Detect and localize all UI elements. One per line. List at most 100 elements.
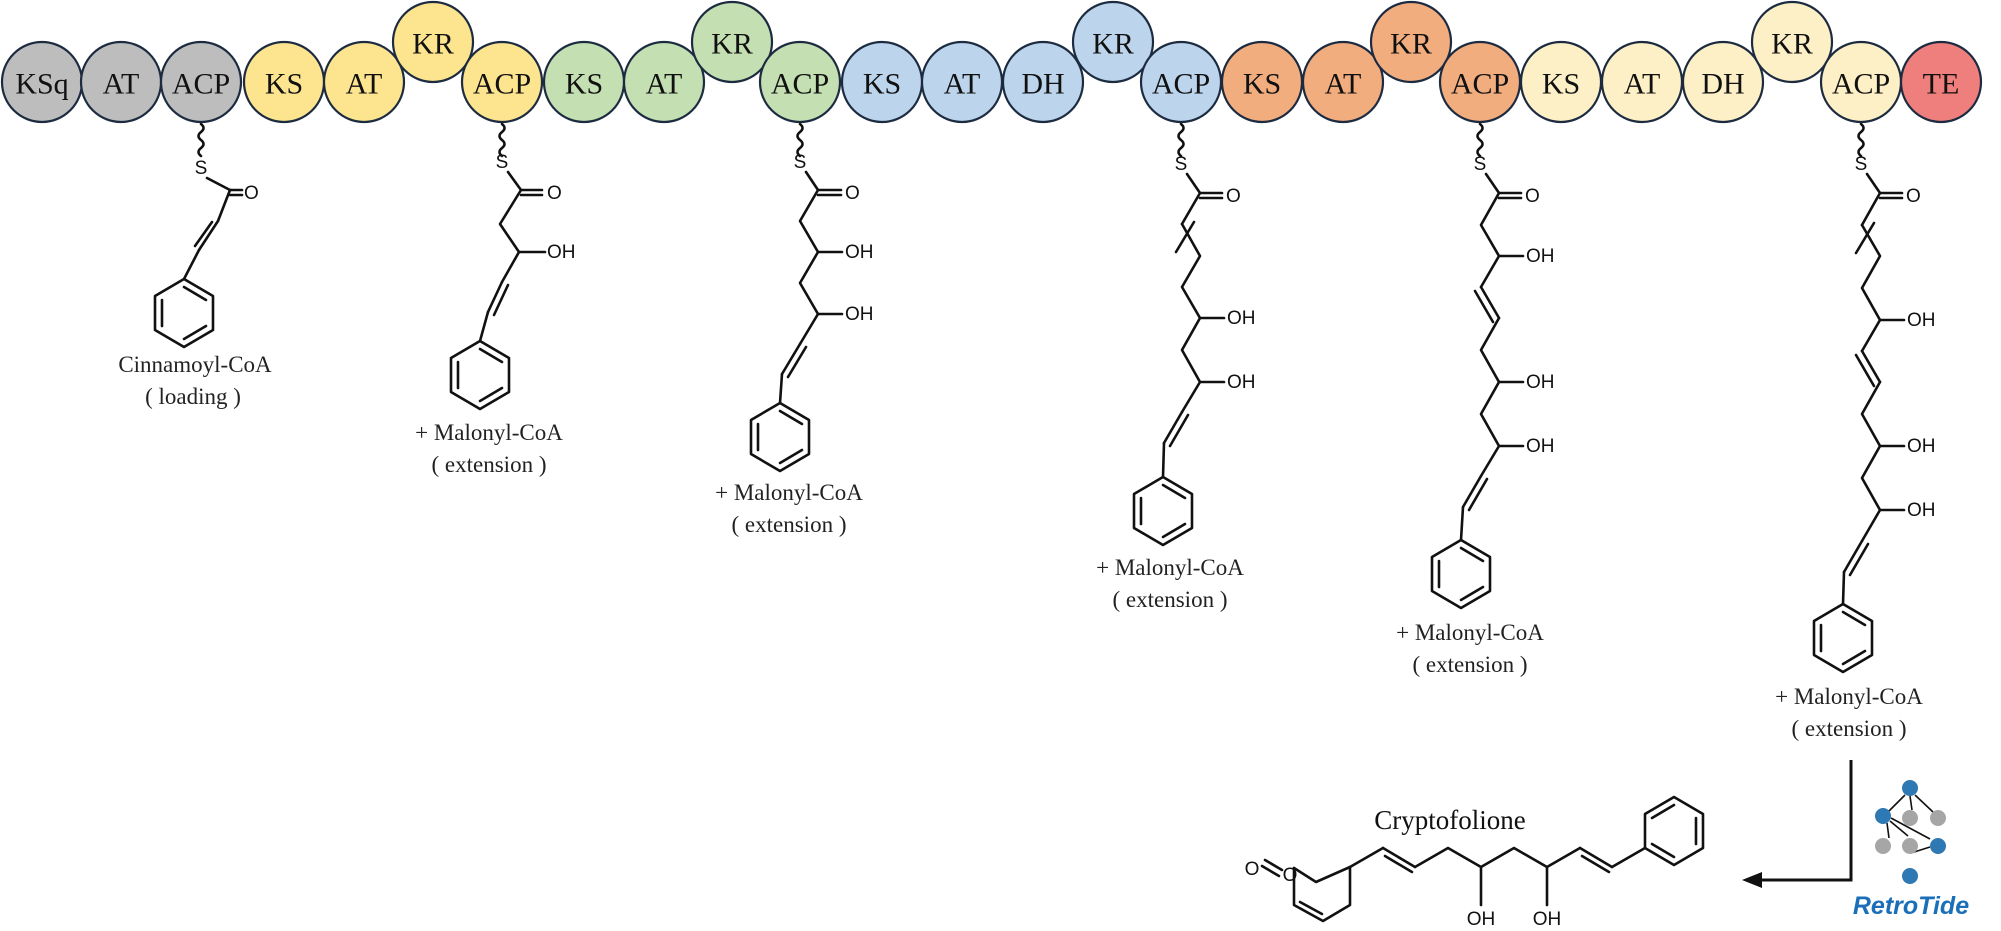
caption-loading-substrate: Cinnamoyl-CoA: [118, 352, 272, 377]
sulfur-atom: S: [794, 152, 807, 173]
hydroxyl-group: OH: [845, 304, 874, 325]
domain-label: AT: [944, 68, 981, 101]
domain-acp-module2: [758, 40, 842, 124]
domain-label: KSq: [15, 68, 68, 101]
benzene-ring: [1430, 538, 1492, 610]
domain-label: DH: [1701, 68, 1744, 101]
caption-extender-substrate: + Malonyl-CoA: [415, 420, 563, 445]
domain-acp-module1: [460, 40, 544, 124]
hydroxyl-group: OH: [1227, 372, 1256, 393]
product-name: Cryptofolione: [1374, 805, 1525, 835]
hydroxyl-group: OH: [1467, 909, 1496, 930]
logo-node: [1902, 780, 1918, 796]
domain-label: ACP: [1832, 68, 1890, 101]
caption-extension-type: ( extension ): [432, 452, 547, 477]
logo-node: [1930, 810, 1946, 826]
logo-node: [1875, 808, 1891, 824]
domain-label: KS: [863, 68, 901, 101]
domain-label: AT: [646, 68, 683, 101]
hydroxyl-group: OH: [1526, 246, 1555, 267]
hydroxyl-group: OH: [1907, 310, 1936, 331]
logo-node: [1875, 838, 1891, 854]
benzene-ring: [153, 277, 215, 349]
domain-kr-module1: [391, 0, 475, 84]
hydroxyl-group: OH: [547, 242, 576, 263]
caption-loading-type: ( loading ): [145, 384, 241, 409]
release-arrow: [1742, 760, 1853, 888]
domain-label: DH: [1021, 68, 1064, 101]
domain-label: AT: [1624, 68, 1661, 101]
domain-label: KR: [412, 28, 454, 61]
sulfur-atom: S: [1855, 154, 1868, 175]
benzene-ring: [449, 339, 511, 411]
oxygen-atom: O: [547, 183, 562, 204]
domain-label: KS: [1243, 68, 1281, 101]
benzene-ring: [749, 401, 811, 473]
domain-label: ACP: [1451, 68, 1509, 101]
caption-extension-type: ( extension ): [1413, 652, 1528, 677]
caption-extender-substrate: + Malonyl-CoA: [1096, 555, 1244, 580]
benzene-ring: [1812, 602, 1874, 674]
domain-kr-module4: [1369, 0, 1453, 84]
logo-node: [1930, 838, 1946, 854]
caption-extender-substrate: + Malonyl-CoA: [715, 480, 863, 505]
domain-label: TE: [1923, 68, 1960, 101]
intermediate-4-structure: S O OH OH: [1132, 122, 1256, 547]
caption-extender-substrate: + Malonyl-CoA: [1396, 620, 1544, 645]
hydroxyl-group: OH: [1907, 436, 1936, 457]
domain-dh-module3: [1001, 40, 1085, 124]
sulfur-atom: S: [1474, 154, 1487, 175]
intermediate-6-structure: S O OH OH OH: [1812, 122, 1936, 674]
domain-label: KR: [1771, 28, 1813, 61]
domain-kr-module2: [690, 0, 774, 84]
domain-kr-module3: [1071, 0, 1155, 84]
domain-label: KS: [1542, 68, 1580, 101]
domain-label: KR: [1092, 28, 1134, 61]
benzene-ring: [1643, 795, 1705, 867]
retrotide-logo: RetroTide: [1853, 780, 1969, 920]
sulfur-atom: S: [1175, 154, 1188, 175]
domain-label: KR: [1390, 28, 1432, 61]
logo-node: [1902, 810, 1918, 826]
domain-label: ACP: [473, 68, 531, 101]
oxygen-atom: O: [1245, 859, 1260, 880]
sulfur-atom: S: [496, 152, 509, 173]
domain-dh-module5: [1681, 40, 1765, 124]
hydroxyl-group: OH: [1227, 308, 1256, 329]
domain-label: ACP: [1152, 68, 1210, 101]
pks-domain-row: KSq AT ACP KS AT KR ACP KS AT KR ACP KS …: [0, 0, 1983, 124]
domain-at-module2: [622, 40, 706, 124]
domain-label: ACP: [771, 68, 829, 101]
domain-kr-module5: [1750, 0, 1834, 84]
domain-label: AT: [346, 68, 383, 101]
logo-node: [1902, 838, 1918, 854]
oxygen-atom: O: [1226, 186, 1241, 207]
hydroxyl-group: OH: [1526, 436, 1555, 457]
caption-extension-type: ( extension ): [1113, 587, 1228, 612]
caption-extension-type: ( extension ): [1792, 716, 1907, 741]
domain-label: ACP: [172, 68, 230, 101]
intermediate-2-structure: S O OH: [449, 122, 576, 411]
oxygen-atom: O: [1906, 186, 1921, 207]
domain-label: AT: [103, 68, 140, 101]
retrotide-brand-name: RetroTide: [1853, 892, 1969, 920]
domain-at-module4: [1301, 40, 1385, 124]
intermediate-1-structure: S O: [153, 122, 259, 349]
hydroxyl-group: OH: [1533, 909, 1562, 930]
domain-label: KR: [711, 28, 753, 61]
oxygen-atom: O: [845, 183, 860, 204]
hydroxyl-group: OH: [1907, 500, 1936, 521]
logo-node: [1902, 868, 1918, 884]
domain-at-module1: [322, 40, 406, 124]
intermediate-5-structure: S O OH OH OH: [1430, 122, 1555, 610]
caption-extension-type: ( extension ): [732, 512, 847, 537]
domain-acp-loading: [159, 40, 243, 124]
domain-label: KS: [565, 68, 603, 101]
hydroxyl-group: OH: [1526, 372, 1555, 393]
domain-label: AT: [1325, 68, 1362, 101]
intermediate-3-structure: S O OH OH: [749, 122, 874, 473]
benzene-ring: [1132, 475, 1194, 547]
domain-te: [1899, 40, 1983, 124]
caption-extender-substrate: + Malonyl-CoA: [1775, 684, 1923, 709]
